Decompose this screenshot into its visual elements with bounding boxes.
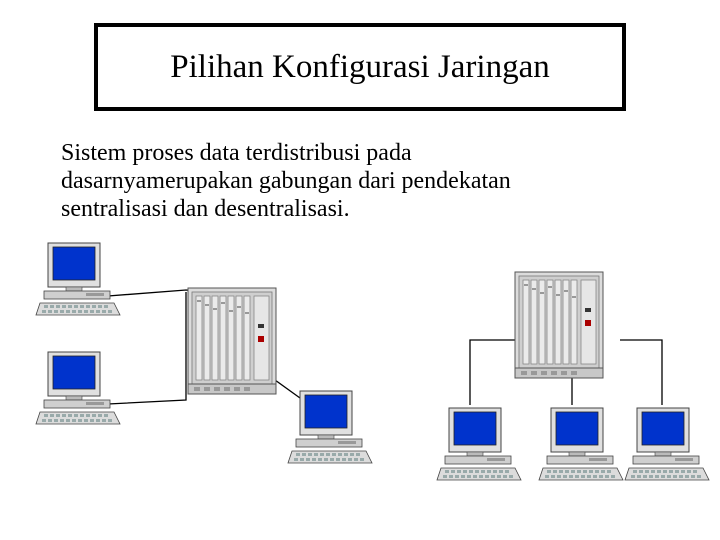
body-line-2: dasarnyamerupakan gabungan dari pendekat… (61, 168, 511, 194)
link-pc2-server-left (107, 292, 187, 405)
server-rack-icon (514, 271, 604, 379)
connection-lines-right (469, 339, 663, 405)
slide-title: Pilihan Konfigurasi Jaringan (94, 23, 626, 111)
link-server-left-pc3 (274, 379, 301, 399)
desktop-computer-icon (287, 390, 373, 464)
desktop-computer-icon (35, 351, 121, 425)
desktop-computer-icon (624, 407, 710, 481)
desktop-computer-icon (35, 242, 121, 316)
server-rack-icon (187, 287, 277, 395)
body-line-3: sentralisasi dan desentralisasi. (61, 196, 350, 222)
link-server-right-pc6 (620, 339, 663, 405)
desktop-computer-icon (436, 407, 522, 481)
body-line-1: Sistem proses data terdistribusi pada (61, 140, 412, 166)
link-server-right-pc4 (469, 339, 515, 405)
body-paragraph: Sistem proses data terdistribusi pada da… (61, 139, 661, 223)
desktop-computer-icon (538, 407, 624, 481)
